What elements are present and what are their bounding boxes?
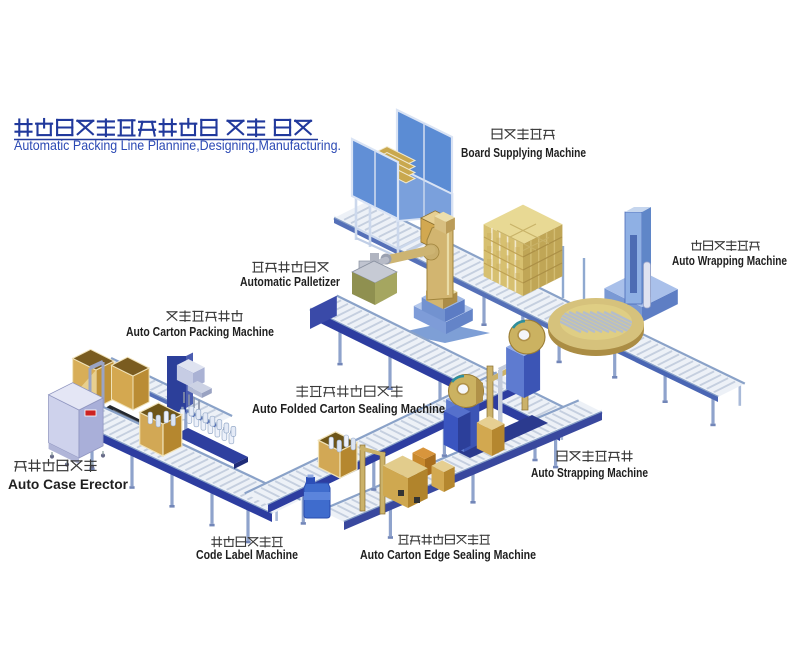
svg-text:Auto Carton Edge Sealing Machi: Auto Carton Edge Sealing Machine <box>360 547 536 562</box>
svg-text:Auto Folded Carton Sealing Mac: Auto Folded Carton Sealing Machine <box>252 401 445 416</box>
svg-text:Auto Case Erector: Auto Case Erector <box>8 477 129 492</box>
svg-text:Board Supplying Machine: Board Supplying Machine <box>461 145 586 160</box>
svg-text:Auto Strapping Machine: Auto Strapping Machine <box>531 465 648 480</box>
svg-text:Auto Carton Packing Machine: Auto Carton Packing Machine <box>126 324 274 339</box>
svg-text:Auto Wrapping Machine: Auto Wrapping Machine <box>672 253 787 268</box>
svg-text:Automatic Packing Line Plannin: Automatic Packing Line Plannine,Designin… <box>14 138 341 153</box>
svg-text:Automatic Palletizer: Automatic Palletizer <box>240 274 340 289</box>
svg-text:Code Label Machine: Code Label Machine <box>196 547 298 562</box>
